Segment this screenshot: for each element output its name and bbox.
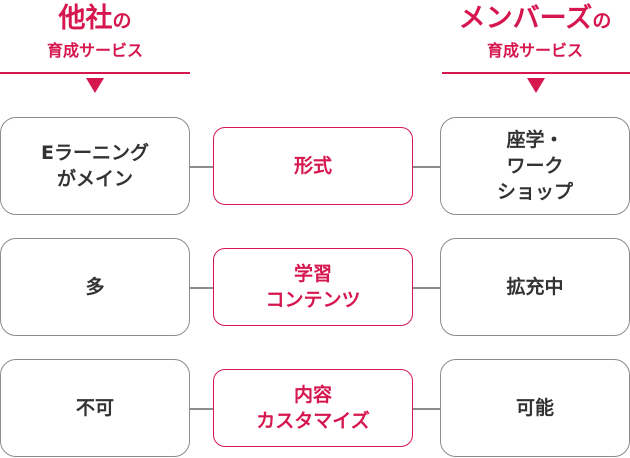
category-customize: 内容 カスタマイズ — [213, 369, 413, 447]
header-members: メンバーズの 育成サービス — [440, 0, 630, 62]
connector-line — [413, 287, 440, 289]
left-cell-customize: 不可 — [0, 359, 190, 457]
right-cell-customize-label: 可能 — [515, 397, 554, 419]
left-cell-customize-label: 不可 — [75, 397, 114, 419]
left-cell-content: 多 — [0, 238, 190, 336]
header-left-subtitle: 育成サービス — [46, 41, 143, 60]
right-cell-customize: 可能 — [440, 359, 630, 457]
category-format: 形式 — [213, 127, 413, 205]
left-cell-format-label: Eラーニング がメイン — [41, 142, 149, 190]
down-arrow-icon — [86, 78, 104, 93]
header-right-particle: の — [592, 10, 612, 32]
right-cell-format-label: 座学・ ワーク ショップ — [496, 129, 573, 203]
connector-line — [413, 166, 440, 168]
header-right-underline — [442, 72, 630, 74]
down-arrow-icon — [527, 78, 545, 93]
header-right-subtitle: 育成サービス — [486, 41, 583, 60]
left-cell-format: Eラーニング がメイン — [0, 117, 190, 215]
right-cell-format: 座学・ ワーク ショップ — [440, 117, 630, 215]
connector-line — [190, 287, 213, 289]
category-format-label: 形式 — [293, 155, 332, 177]
category-learning-content: 学習 コンテンツ — [213, 248, 413, 326]
category-customize-label: 内容 カスタマイズ — [256, 384, 370, 432]
category-learning-content-label: 学習 コンテンツ — [265, 263, 361, 311]
left-cell-content-label: 多 — [85, 276, 105, 298]
header-right-title: メンバーズ — [458, 3, 593, 34]
connector-line — [190, 166, 213, 168]
header-other-companies: 他社の 育成サービス — [0, 0, 190, 62]
right-cell-content: 拡充中 — [440, 238, 630, 336]
header-left-underline — [0, 72, 190, 74]
connector-line — [413, 408, 440, 410]
header-left-title: 他社 — [58, 3, 113, 34]
connector-line — [190, 408, 213, 410]
right-cell-content-label: 拡充中 — [506, 276, 564, 298]
header-left-particle: の — [112, 10, 132, 32]
